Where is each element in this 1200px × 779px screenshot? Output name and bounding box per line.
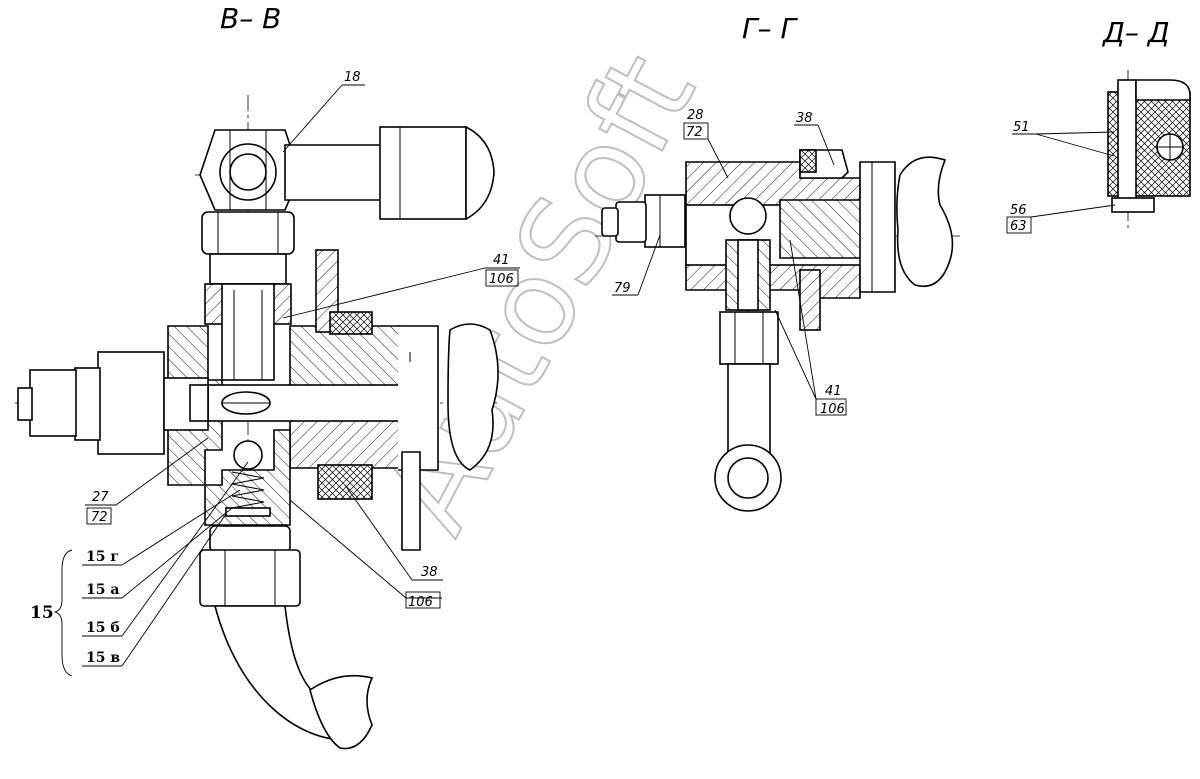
callout-72-gg: 72 <box>686 125 703 140</box>
union-nut-lower <box>209 525 291 553</box>
tube-gg <box>727 363 771 461</box>
callout-106-bottom: 106 <box>408 595 433 610</box>
callout-27: 27 <box>92 490 109 505</box>
callout-38-gg: 38 <box>796 111 813 126</box>
label-15a: 15 а <box>86 582 119 598</box>
view-vv: 18 41 106 27 72 38 106 15 15 г 15 а 15 б… <box>15 70 520 750</box>
spring <box>231 471 265 509</box>
callout-79: 79 <box>614 281 631 296</box>
callout-18: 18 <box>344 70 361 85</box>
section-title-gg: Г– Г <box>742 12 799 45</box>
pipe-top <box>284 144 386 201</box>
side-fitting-gg <box>644 194 686 248</box>
callout-72: 72 <box>91 510 108 525</box>
section-title-dd: Д– Д <box>1101 16 1170 49</box>
section-title-vv: В– В <box>220 2 281 35</box>
callout-28: 28 <box>687 108 704 123</box>
check-ball <box>233 440 263 470</box>
label-15g: 15 г <box>86 549 119 565</box>
union-nut <box>201 211 295 255</box>
view-gg: 28 72 38 79 41 106 <box>595 108 960 512</box>
brace-15 <box>53 549 73 677</box>
seal-ring-38 <box>317 464 373 500</box>
group-label-15: 15 <box>30 603 54 623</box>
callout-106-gg: 106 <box>820 402 845 417</box>
side-fitting-left <box>97 351 165 455</box>
handle-knob <box>447 323 499 471</box>
bolt-dd <box>1111 197 1155 213</box>
callout-41: 41 <box>493 253 510 268</box>
callout-51: 51 <box>1013 120 1030 135</box>
callout-63: 63 <box>1010 219 1027 234</box>
callout-106-top: 106 <box>489 272 514 287</box>
callout-41-gg: 41 <box>825 384 842 399</box>
callout-38: 38 <box>421 565 438 580</box>
label-15v: 15 в <box>86 650 120 666</box>
view-dd: 51 56 63 <box>1006 70 1191 234</box>
callout-56: 56 <box>1010 203 1027 218</box>
hex-nut-lower <box>199 549 301 607</box>
label-15b: 15 б <box>86 620 120 636</box>
handle-knob-gg <box>896 156 954 287</box>
